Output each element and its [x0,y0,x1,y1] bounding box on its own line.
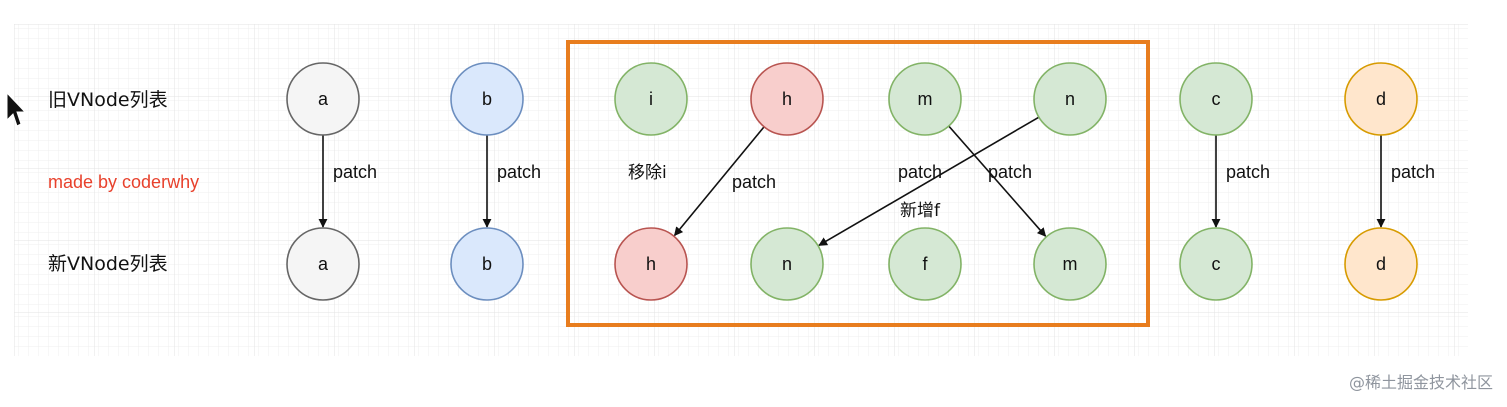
vnode-old-n: n [1033,62,1107,136]
made-by-label: made by coderwhy [48,172,199,192]
vnode-circle [888,62,962,136]
vnode-new-f: f [888,227,962,301]
vnode-label: h [782,89,792,109]
patch-arrow-old-n-to-new-n [818,116,1040,247]
vnode-label: d [1376,89,1386,109]
vnode-circle [614,62,688,136]
patch-label: patch [1391,162,1435,182]
vnode-new-a: a [286,227,360,301]
vnode-circle [750,62,824,136]
vnode-label: n [782,254,792,274]
vnode-old-i: i [614,62,688,136]
patch-label: patch [732,172,776,192]
vnode-circle [1179,227,1253,301]
vnode-label: n [1065,89,1075,109]
added-annotation: 新增f [900,201,941,221]
patch-label: patch [497,162,541,182]
vnode-old-a: a [286,62,360,136]
vnode-label: a [318,254,329,274]
vnode-label: i [649,89,653,109]
vnode-circle [1344,227,1418,301]
vnode-label: b [482,254,492,274]
old-vnode-list-label: 旧VNode列表 [48,89,168,111]
vnode-circle [286,227,360,301]
watermark: @稀土掘金技术社区 [1348,373,1493,392]
vnode-label: a [318,89,329,109]
patch-arrow-old-h-to-new-h [673,126,765,237]
vnode-label: d [1376,254,1386,274]
vnode-old-c: c [1179,62,1253,136]
vnode-circle [888,227,962,301]
vnode-new-d: d [1344,227,1418,301]
vnode-label: m [1063,254,1078,274]
vnode-label: f [922,254,928,274]
vnode-circle [450,227,524,301]
patch-label: patch [988,162,1032,182]
vnode-circle [286,62,360,136]
vnode-circle [750,227,824,301]
vnode-new-n: n [750,227,824,301]
vnode-old-b: b [450,62,524,136]
patch-label: patch [333,162,377,182]
vnode-old-h: h [750,62,824,136]
vnode-label: h [646,254,656,274]
vnode-circle [1033,62,1107,136]
vnode-label: c [1212,89,1221,109]
edges-layer: patch patch patch patch patch patch patch [318,116,1435,247]
vnode-label: b [482,89,492,109]
new-vnode-list-label: 新VNode列表 [48,253,168,275]
nodes-layer: a b i h m n c d a b h n f m c d [286,62,1418,301]
vnode-old-d: d [1344,62,1418,136]
vnode-circle [1179,62,1253,136]
patch-label: patch [1226,162,1270,182]
vnode-circle [1344,62,1418,136]
vnode-old-m: m [888,62,962,136]
vnode-label: m [918,89,933,109]
diff-region-box [566,40,1150,327]
vnode-circle [450,62,524,136]
vnode-circle [1033,227,1107,301]
vnode-circle [614,227,688,301]
patch-arrow-old-m-to-new-m [948,125,1047,237]
cursor-icon [6,91,27,127]
vnode-new-h: h [614,227,688,301]
vnode-label: c [1212,254,1221,274]
patch-label: patch [898,162,942,182]
vnode-new-c: c [1179,227,1253,301]
vnode-new-m: m [1033,227,1107,301]
vnode-new-b: b [450,227,524,301]
removed-annotation: 移除i [628,163,667,183]
